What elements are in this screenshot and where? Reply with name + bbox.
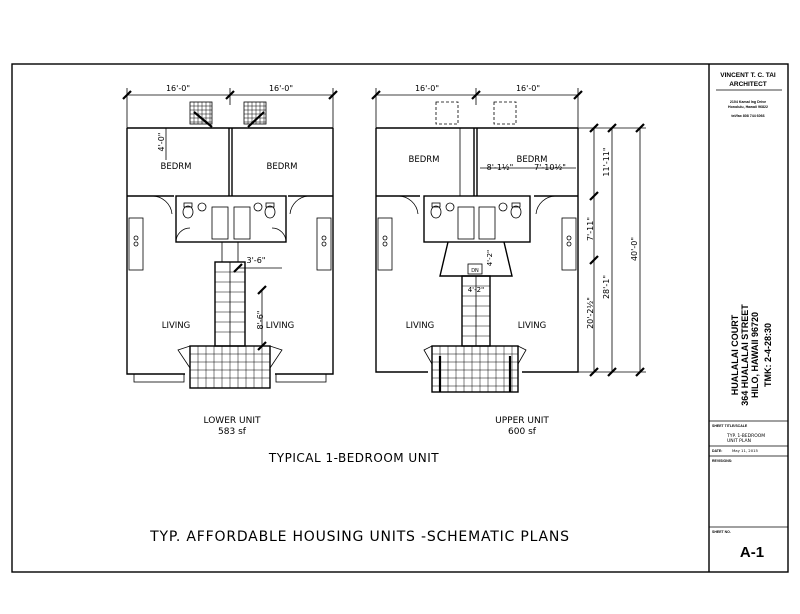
- lower-room-bedroom-right: BEDRM: [267, 162, 298, 172]
- architect-address-2: Honolulu, Hawaii 96822: [728, 105, 768, 109]
- project-city: HILO, HAWAII 96720: [750, 312, 760, 398]
- upper-unit-plan: 16'-0" 16'-0" DN 4': [371, 84, 646, 437]
- upper-dim-side-4: 20'-2½": [586, 297, 595, 329]
- upper-dim-side-3: 28'-1": [602, 275, 611, 299]
- upper-dim-total: 40'-0": [630, 237, 639, 261]
- upper-dn-label: DN: [471, 268, 479, 274]
- lower-unit-caption: LOWER UNIT: [204, 416, 261, 426]
- sheet-border: [11, 63, 789, 573]
- project-tmk: TMK: 2-4-28:30: [763, 323, 773, 387]
- drawing-subtitle: TYPICAL 1-BEDROOM UNIT: [268, 451, 439, 465]
- lower-dim-bedroom-depth: 4'-0": [157, 133, 166, 152]
- project-street: 364 HUALALAI STREET: [740, 304, 750, 406]
- sheet-no-label: SHEET NO.: [712, 530, 731, 534]
- upper-room-bedroom-left: BEDRM: [409, 155, 440, 165]
- lower-unit-plan: 16'-0" 16'-0": [122, 84, 338, 437]
- drawing-main-title: TYP. AFFORDABLE HOUSING UNITS -SCHEMATIC…: [149, 529, 570, 545]
- sheet-title-2: UNIT PLAN: [727, 438, 751, 444]
- lower-dim-left: 16'-0": [166, 84, 190, 93]
- lower-dim-stair: 8'-6": [256, 311, 265, 330]
- title-block: VINCENT T. C. TAI ARCHITECT 2104 Kamal I…: [709, 72, 788, 561]
- lower-unit-area: 583 sf: [218, 427, 247, 437]
- upper-room-bedroom-right: BEDRM: [517, 155, 548, 165]
- project-name: HUALALAI COURT: [730, 314, 740, 395]
- upper-dim-bed-b: 7'-10½": [534, 163, 566, 172]
- upper-unit-caption: UPPER UNIT: [495, 416, 549, 426]
- upper-dim-bed-a: 8'-1½": [487, 163, 514, 172]
- upper-dim-side-1: 11'-11": [602, 147, 611, 176]
- upper-unit-area: 600 sf: [508, 427, 537, 437]
- lower-dim-landing: 3'-6": [247, 256, 266, 265]
- revisions-label: REVISIONS:: [712, 459, 732, 463]
- lower-room-living-left: LIVING: [162, 321, 191, 331]
- lower-room-bedroom-left: BEDRM: [161, 162, 192, 172]
- sheet-number: A-1: [740, 544, 764, 561]
- architect-title: ARCHITECT: [729, 81, 767, 88]
- upper-dim-stair-small: 4'-2": [468, 286, 485, 294]
- lower-dim-right: 16'-0": [269, 84, 293, 93]
- upper-dim-stair-width: 4'-2": [486, 250, 494, 267]
- upper-dim-right: 16'-0": [516, 84, 540, 93]
- architect-address-1: 2104 Kamal Ing Drive: [730, 100, 766, 104]
- architect-name: VINCENT T. C. TAI: [720, 72, 776, 79]
- upper-dim-left: 16'-0": [415, 84, 439, 93]
- date-value: May 11, 2015: [732, 448, 759, 453]
- upper-dim-side-2: 7'-11": [586, 217, 595, 241]
- sheet-title-label: SHEET TITLE/SCALE: [712, 424, 748, 428]
- lower-room-living-right: LIVING: [266, 321, 295, 331]
- architect-telfax: tel/fax 808 744 6066: [731, 114, 764, 118]
- upper-room-living-right: LIVING: [518, 321, 547, 331]
- upper-room-living-left: LIVING: [406, 321, 435, 331]
- sheet-title-1: TYP. 1-BEDROOM: [726, 433, 765, 439]
- date-label: DATE:: [712, 449, 722, 453]
